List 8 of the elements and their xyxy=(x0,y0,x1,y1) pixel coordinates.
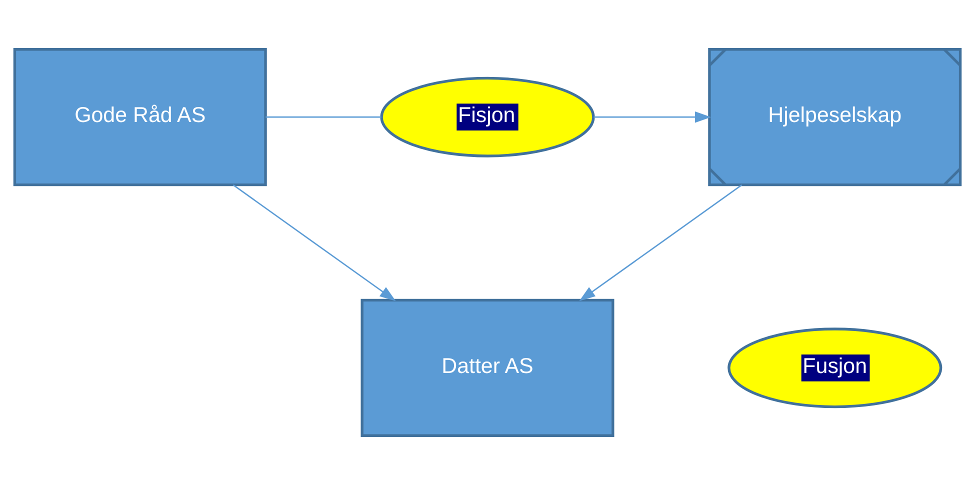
connector xyxy=(265,116,381,118)
node-box: Gode Råd AS xyxy=(12,48,266,186)
node-ellipse: Fusjon xyxy=(727,327,942,408)
node-box: Datter AS xyxy=(360,298,614,436)
arrow xyxy=(232,184,396,301)
arrow xyxy=(578,184,742,301)
node-ellipse: Fisjon xyxy=(380,76,594,157)
arrow xyxy=(593,110,711,122)
